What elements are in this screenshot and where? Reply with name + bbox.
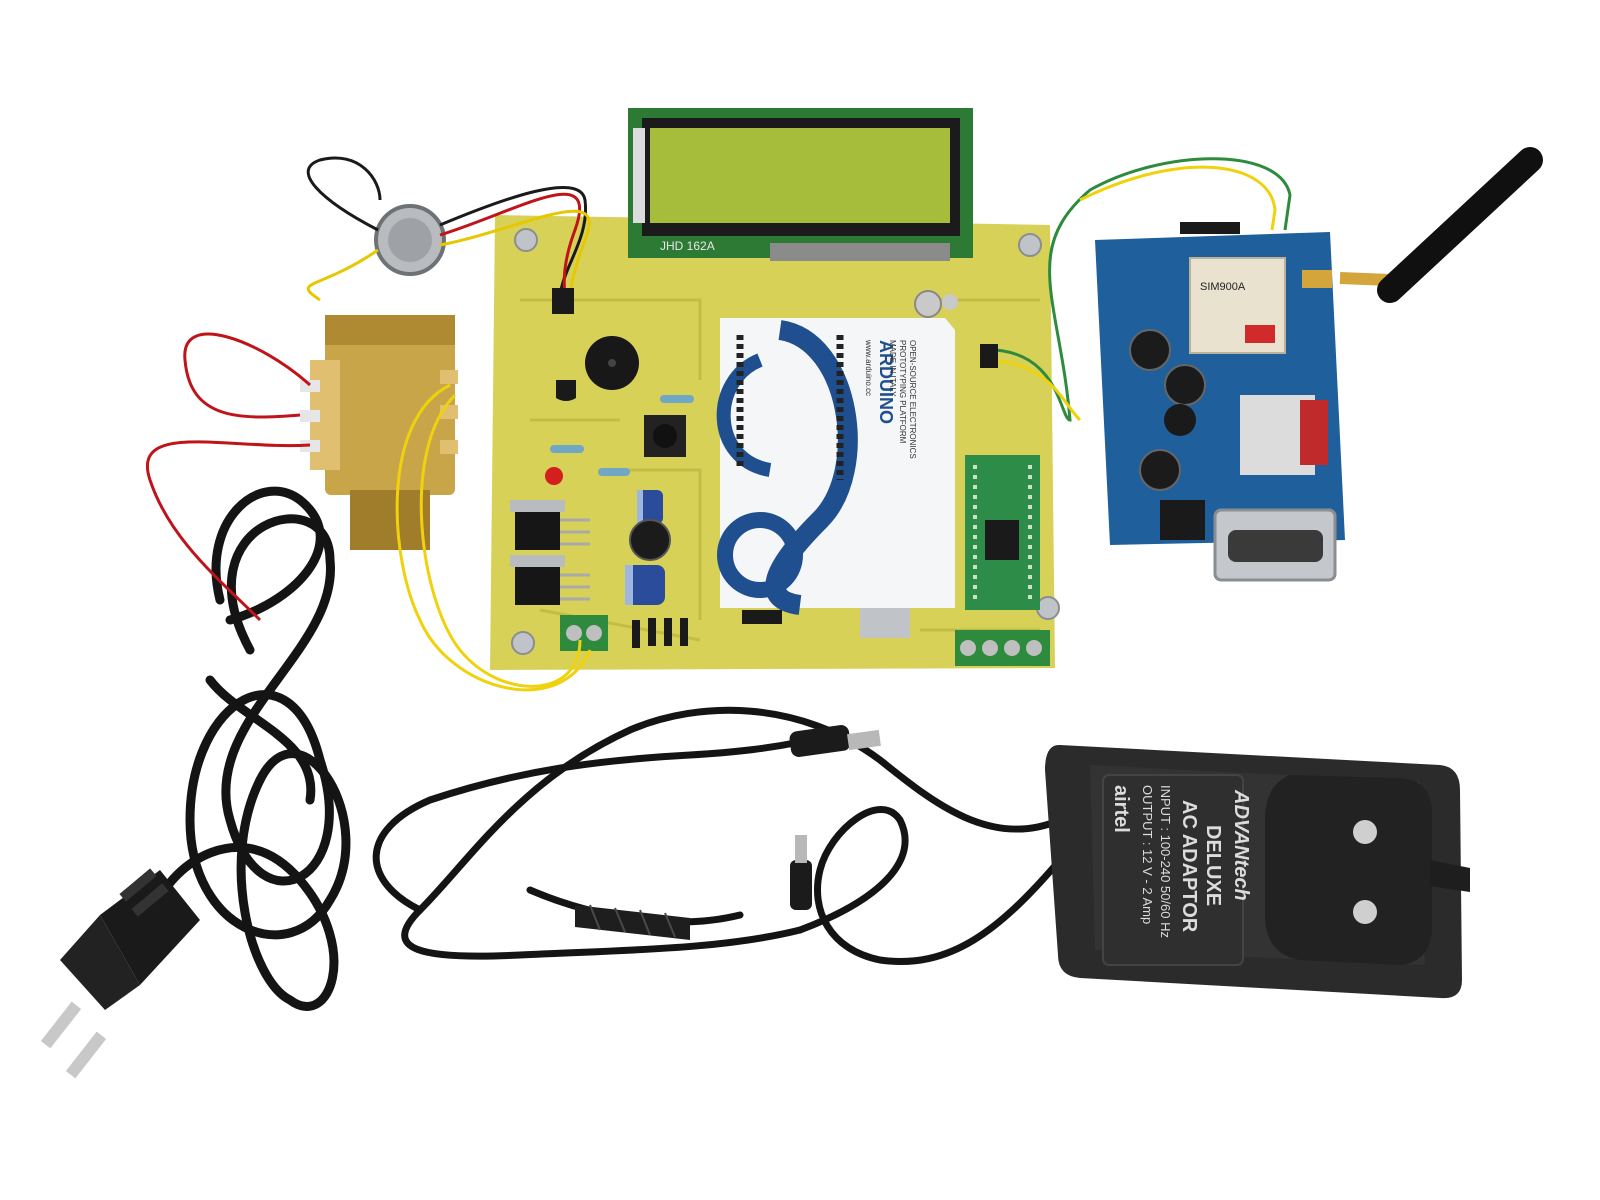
adapter-dc-cable xyxy=(372,706,1064,965)
gsm-link-wires xyxy=(979,157,1292,422)
adapter-pin-2 xyxy=(1353,900,1377,924)
sensor-connector xyxy=(552,288,574,314)
transistor xyxy=(556,380,576,401)
usb-port xyxy=(860,608,910,638)
mounting-screw-4 xyxy=(1036,596,1060,620)
arduino-line-2: PROTOTYPING PLATFORM xyxy=(898,340,907,444)
resistor xyxy=(550,445,584,453)
adapter-title-line2: AC ADAPTOR xyxy=(1178,800,1200,933)
mains-power-cord xyxy=(155,486,351,1011)
dc-barrel-plug xyxy=(789,724,881,758)
adapter-brand: ADVANtech xyxy=(1230,789,1252,901)
adapter-input-rating: INPUT : 100-240 50/60 Hz xyxy=(1158,785,1173,938)
screw-terminal-4pin xyxy=(955,630,1050,666)
capacitor-2 xyxy=(625,565,665,605)
red-led xyxy=(545,467,563,485)
gas-sensor xyxy=(374,204,446,276)
gsm-regulator xyxy=(1164,404,1196,436)
gsm-header-pins xyxy=(1180,222,1240,234)
dc-barrel-plug-2 xyxy=(790,835,812,910)
ac-adapter: ADVANtech DELUXE AC ADAPTOR INPUT : 100-… xyxy=(1045,744,1470,999)
gsm-dc-jack xyxy=(1160,500,1205,540)
lcd-header-pins xyxy=(770,243,950,261)
gsm-antenna xyxy=(1339,147,1543,303)
gsm-chip-label: SIM900A xyxy=(1200,281,1246,293)
capacitor-large xyxy=(629,519,671,561)
lcd-display-16x2: JHD 162A xyxy=(628,108,973,261)
screw-terminal xyxy=(560,615,608,651)
arduino-brand: ARDUINO xyxy=(876,340,896,424)
adapter-pin xyxy=(1353,820,1377,844)
gsm-module-board: SIM900A xyxy=(1095,222,1345,582)
gsm-capacitor-2 xyxy=(1164,364,1206,406)
resistor-2 xyxy=(598,468,630,476)
voltage-regulator-2 xyxy=(510,555,590,605)
step-down-transformer xyxy=(300,315,458,550)
hx711-module xyxy=(965,455,1040,610)
mounting-screw xyxy=(514,228,538,252)
electrical-tape xyxy=(575,904,690,940)
adapter-label xyxy=(1102,774,1244,966)
sma-connector xyxy=(1302,270,1332,288)
transformer-red-wire xyxy=(146,332,312,622)
lcd-model-label: JHD 162A xyxy=(660,239,715,253)
arduino-line-4: www.arduino.cc xyxy=(864,339,873,396)
arduino-line-1: OPEN-SOURCE ELECTRONICS xyxy=(908,340,917,459)
reset-push-button xyxy=(644,415,686,457)
rectifier-diodes xyxy=(632,618,688,648)
arduino-uno-board: ARDUINO OPEN-SOURCE ELECTRONICS PROTOTYP… xyxy=(716,318,955,638)
sensor-wires xyxy=(306,156,591,302)
arduino-line-3: MADE IN ITALY xyxy=(888,340,897,397)
mounting-screw-2 xyxy=(1018,233,1042,257)
resistor-3 xyxy=(660,395,694,403)
mains-plug xyxy=(40,868,200,1079)
mounting-screw-3 xyxy=(511,631,535,655)
capacitor xyxy=(637,490,663,524)
transformer-yellow-wire xyxy=(395,383,592,692)
adapter-output-rating: OUTPUT : 12 V - 2 Amp xyxy=(1140,785,1155,924)
adapter-title-line1: DELUXE xyxy=(1202,825,1224,906)
adapter-operator-logo: airtel xyxy=(1110,785,1132,833)
dc-jack xyxy=(742,610,782,624)
gsm-capacitor-3 xyxy=(1139,449,1181,491)
gsm-capacitor xyxy=(1129,329,1171,371)
potentiometer xyxy=(914,290,942,318)
wire-connector xyxy=(980,344,998,368)
voltage-regulator xyxy=(510,500,590,550)
